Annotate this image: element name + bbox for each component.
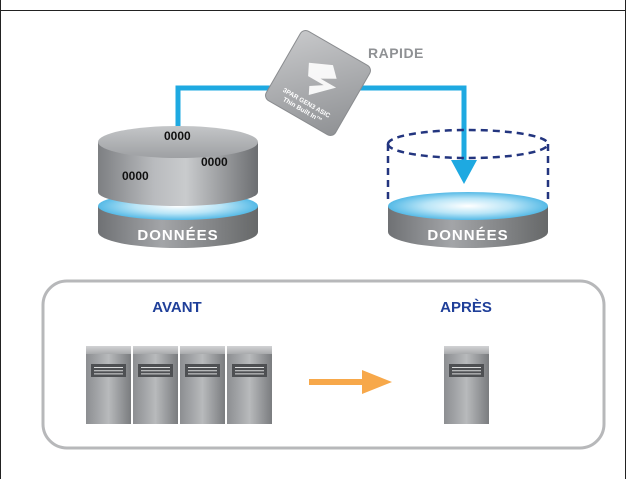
after-label: APRÈS (440, 299, 492, 316)
flow-arrowhead-icon (451, 160, 477, 184)
target-disk-label: DONNÉES (427, 227, 508, 244)
source-disk-label: DONNÉES (137, 227, 218, 244)
before-label: AVANT (152, 299, 201, 316)
server-icon (86, 346, 131, 424)
servers-after (444, 346, 489, 424)
data-value-2: 0000 (201, 155, 228, 169)
target-disk: DONNÉES (386, 128, 550, 248)
server-icon (133, 346, 178, 424)
data-value-3: 0000 (122, 169, 149, 183)
disk-top (98, 126, 258, 158)
server-icon (180, 346, 225, 424)
data-value-1: 0000 (164, 129, 191, 143)
source-disk: 0000 0000 0000 DONNÉES (98, 126, 258, 248)
server-icon (227, 346, 272, 424)
target-liquid-surface (388, 192, 548, 220)
arrow-right-icon (309, 370, 392, 394)
speed-label: RAPIDE (368, 45, 424, 61)
server-icon (444, 346, 489, 424)
servers-before (86, 346, 272, 424)
